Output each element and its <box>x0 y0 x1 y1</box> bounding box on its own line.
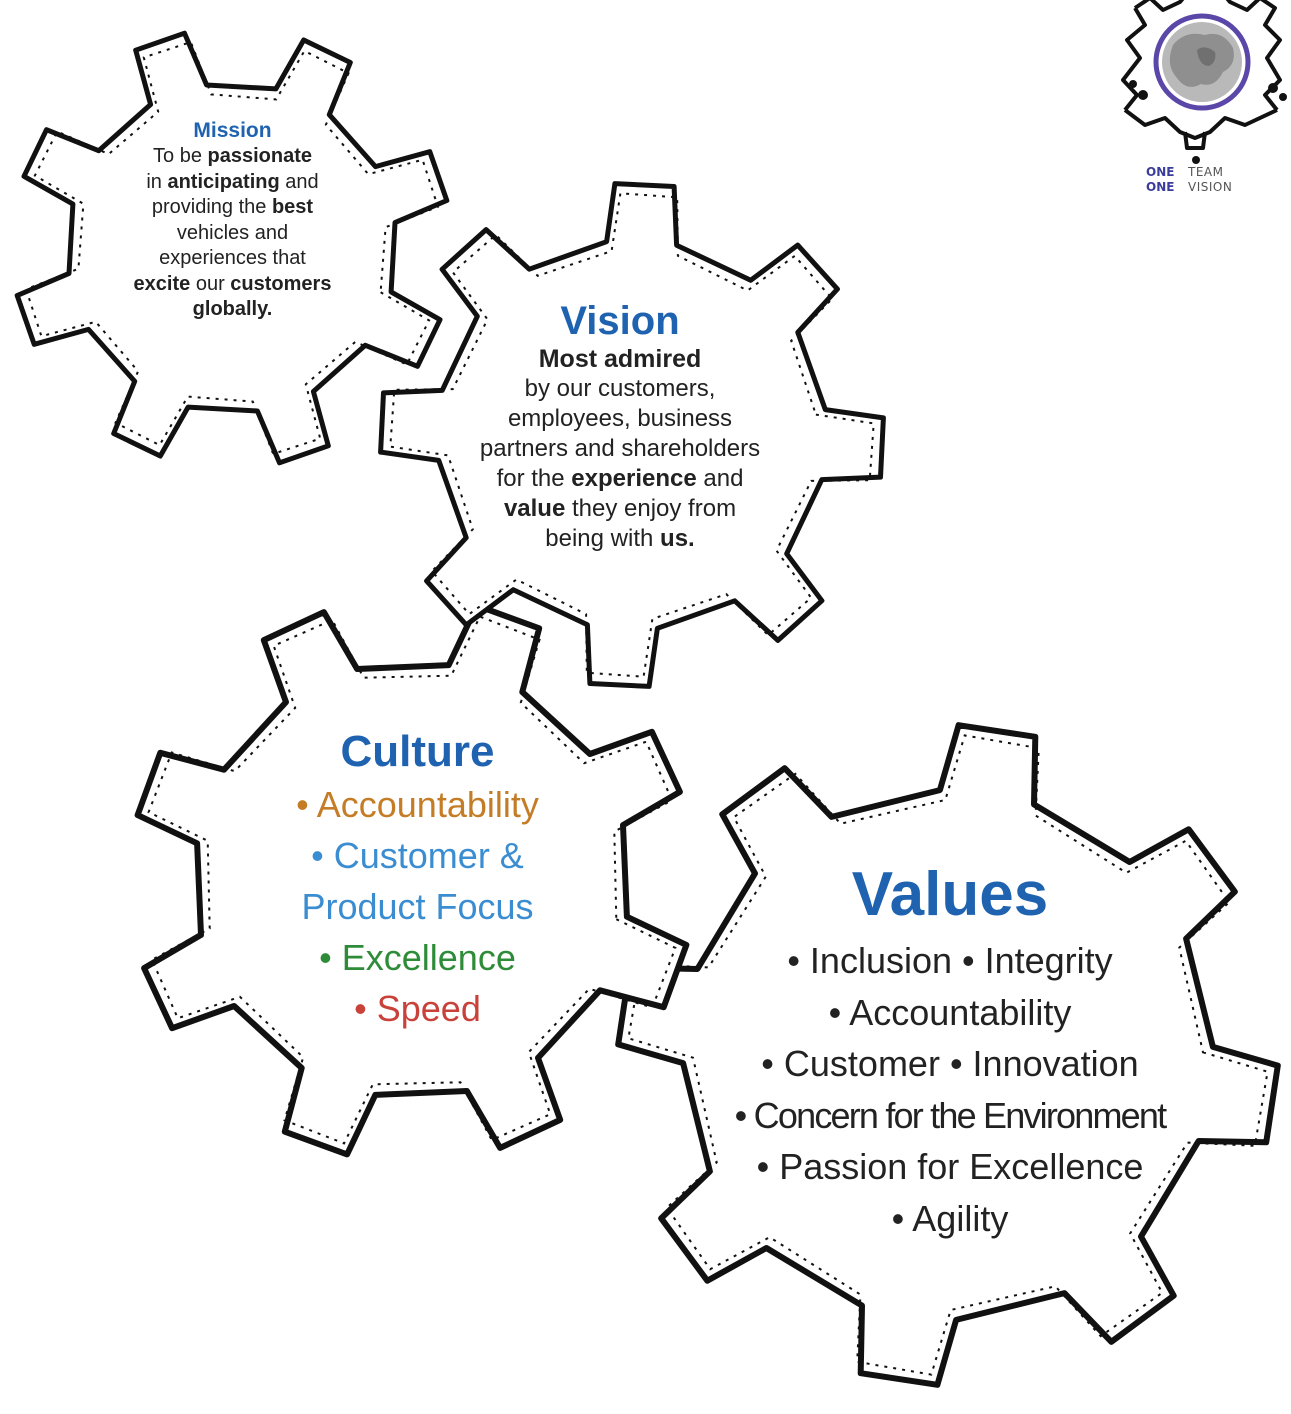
vision-block: Vision Most admired by our customers, emp… <box>440 298 800 554</box>
culture-item: • Customer & <box>311 835 524 876</box>
mission-line: globally. <box>95 297 370 323</box>
vision-statement: by our customers, employees, business part… <box>440 374 800 554</box>
values-block: Values • Inclusion • Integrity • Accounta… <box>690 855 1210 1244</box>
mission-text: To be <box>153 145 208 167</box>
values-item: • Accountability <box>828 991 1072 1033</box>
mission-text: experiences that <box>159 247 306 269</box>
mission-text: excite <box>133 272 191 295</box>
vision-text: and <box>696 465 744 492</box>
vision-gear <box>378 181 886 689</box>
mission-text: globally. <box>192 298 273 320</box>
vision-line: employees, business <box>440 404 800 434</box>
mission-line: providing the best <box>95 195 370 221</box>
values-list: • Inclusion • Integrity • Accountability •… <box>690 935 1210 1244</box>
vision-text: being with <box>545 525 661 552</box>
mission-line: To be passionate <box>95 144 370 170</box>
vision-gear-hatching <box>389 192 875 678</box>
mission-line: experiences that <box>95 246 370 272</box>
values-gear-hatching <box>627 734 1269 1376</box>
logo-caption-line-2: ONE VISION <box>1146 180 1232 195</box>
culture-item: • Accountability <box>296 784 539 825</box>
vision-text: partners and shareholders <box>479 435 761 462</box>
mission-text: providing the <box>151 196 272 218</box>
culture-item: Product Focus <box>301 886 534 927</box>
vision-text: employees, business <box>507 405 733 432</box>
vision-text: by our customers, <box>524 375 716 402</box>
mission-text: best <box>271 196 314 218</box>
vision-text: for the <box>496 465 572 492</box>
vision-text: us. <box>660 525 695 552</box>
vision-text: value <box>503 495 566 522</box>
vision-line: being with us. <box>440 524 800 554</box>
logo-caption-vision: VISION <box>1188 180 1233 194</box>
culture-title: Culture <box>340 727 495 776</box>
logo-caption-one-2: ONE <box>1146 180 1175 194</box>
vision-title: Vision <box>560 299 680 343</box>
vision-line: by our customers, <box>440 374 800 404</box>
vision-line: for the experience and <box>440 464 800 494</box>
culture-item: • Speed <box>354 988 481 1029</box>
mission-line: in anticipating and <box>95 170 370 196</box>
mission-title: Mission <box>193 119 272 142</box>
culture-item: • Excellence <box>319 937 516 978</box>
values-item: • Concern for the Environment <box>734 1094 1167 1136</box>
mission-text: in <box>146 170 168 193</box>
mission-line: vehicles and <box>95 221 370 247</box>
vision-line: value they enjoy from <box>440 494 800 524</box>
mission-text: customers <box>230 272 332 295</box>
logo-caption: ONE TEAM ONE VISION <box>1146 165 1232 195</box>
mission-text: vehicles and <box>176 221 289 244</box>
culture-gear <box>134 602 690 1158</box>
mission-line: excite our customers <box>95 272 370 298</box>
vision-text: experience <box>571 465 697 492</box>
values-item: • Customer • Innovation <box>761 1043 1139 1084</box>
mission-gear-hatching <box>24 40 440 456</box>
values-item: • Passion for Excellence <box>756 1146 1144 1187</box>
vision-subtitle: Most admired <box>538 345 702 373</box>
culture-list: • Accountability • Customer & Product Focu… <box>245 779 590 1034</box>
mission-text: and <box>279 170 319 193</box>
mission-text: our <box>190 272 231 295</box>
logo-caption-team: TEAM <box>1188 165 1224 179</box>
culture-gear-hatching <box>147 615 677 1145</box>
mission-text: passionate <box>207 145 312 167</box>
logo-caption-line-1: ONE TEAM <box>1146 165 1232 180</box>
values-item: • Agility <box>891 1197 1009 1239</box>
vision-line: partners and shareholders <box>440 434 800 464</box>
values-title: Values <box>851 860 1049 929</box>
mission-text: anticipating <box>167 170 280 193</box>
culture-block: Culture • Accountability • Customer & Prod… <box>245 725 590 1034</box>
globe-emblem-icon <box>1121 0 1287 164</box>
values-item: • Inclusion • Integrity <box>787 940 1113 981</box>
vision-text: they enjoy from <box>565 495 737 522</box>
values-gear <box>615 722 1281 1388</box>
logo-caption-one-1: ONE <box>1146 165 1175 179</box>
